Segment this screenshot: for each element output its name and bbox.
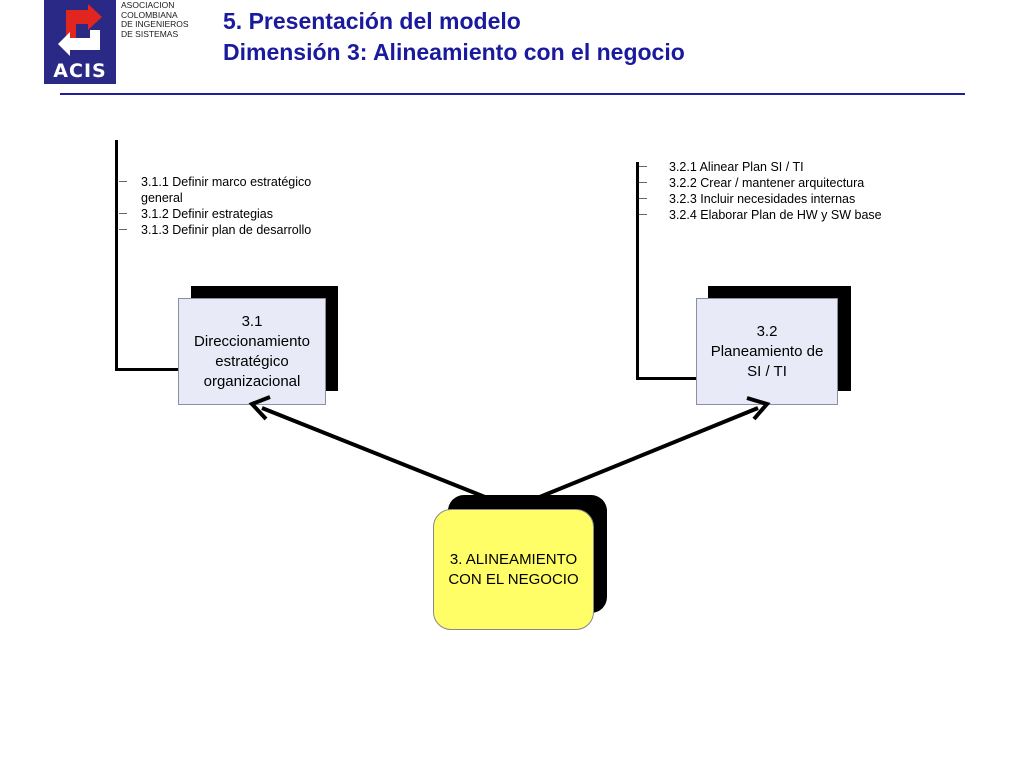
- arrow-head-left: [248, 395, 271, 421]
- left-activity-list: 3.1.1 Definir marco estratégico general …: [119, 174, 351, 238]
- box-line: 3.1: [241, 312, 263, 330]
- logo-box: ACIS: [44, 0, 116, 84]
- right-bracket-horizontal: [636, 377, 698, 380]
- list-item-text: 3.2.4 Elaborar Plan de HW y SW base: [669, 208, 882, 222]
- box-line: Planeamiento de: [710, 342, 824, 360]
- list-item: 3.2.4 Elaborar Plan de HW y SW base: [639, 207, 929, 223]
- left-bracket-vertical: [115, 140, 118, 371]
- arrow-to-right-box: [519, 406, 759, 507]
- logo-text: ASOCIACION COLOMBIANA DE INGENIEROS DE S…: [121, 0, 189, 39]
- slide-title: 5. Presentación del modelo Dimensión 3: …: [223, 6, 685, 68]
- list-item-text: 3.2.1 Alinear Plan SI / TI: [669, 160, 804, 174]
- list-item: 3.2.1 Alinear Plan SI / TI: [639, 159, 929, 175]
- logo-text-line: DE SISTEMAS: [121, 28, 179, 39]
- list-item: 3.2.3 Incluir necesidades internas: [639, 191, 929, 207]
- list-item: 3.1.1 Definir marco estratégico general: [119, 174, 351, 206]
- logo-text-line: ASOCIACION: [121, 0, 175, 10]
- list-item-text: 3.1.3 Definir plan de desarrollo: [141, 223, 312, 237]
- acis-logo: ACIS ASOCIACION COLOMBIANA DE INGENIEROS…: [44, 0, 194, 84]
- arrow-to-left-box: [261, 406, 506, 507]
- logo-text-line: DE INGENIEROS: [121, 19, 189, 29]
- box-line: estratégico: [215, 352, 289, 370]
- list-item: 3.1.3 Definir plan de desarrollo: [119, 222, 351, 238]
- list-item: 3.2.2 Crear / mantener arquitectura: [639, 175, 929, 191]
- box-line: 3. ALINEAMIENTO: [449, 550, 578, 568]
- title-divider: [60, 93, 965, 95]
- box-line: SI / TI: [747, 362, 787, 380]
- box-line: organizacional: [203, 372, 301, 390]
- left-bracket-horizontal: [115, 368, 181, 371]
- list-item-text: 3.1.1 Definir marco estratégico general: [141, 175, 312, 205]
- title-line-1: 5. Presentación del modelo: [223, 8, 521, 34]
- right-activity-list: 3.2.1 Alinear Plan SI / TI 3.2.2 Crear /…: [639, 159, 929, 223]
- list-item-text: 3.2.2 Crear / mantener arquitectura: [669, 176, 865, 190]
- box-direccionamiento: 3.1 Direccionamiento estratégico organiz…: [178, 298, 326, 405]
- box-alineamiento: 3. ALINEAMIENTO CON EL NEGOCIO: [433, 509, 594, 630]
- list-item-text: 3.2.3 Incluir necesidades internas: [669, 192, 856, 206]
- title-line-2: Dimensión 3: Alineamiento con el negocio: [223, 39, 685, 65]
- logo-word: ACIS: [53, 60, 107, 82]
- list-item-text: 3.1.2 Definir estrategias: [141, 207, 274, 221]
- arrow-head-right: [746, 396, 771, 421]
- box-line: Direccionamiento: [194, 332, 310, 350]
- box-line: CON EL NEGOCIO: [448, 570, 579, 588]
- logo-text-line: COLOMBIANA: [121, 9, 178, 20]
- right-bracket-vertical: [636, 162, 639, 380]
- box-planeamiento: 3.2 Planeamiento de SI / TI: [696, 298, 838, 405]
- box-line: 3.2: [756, 322, 778, 340]
- logo-arrows-icon: [58, 4, 102, 56]
- list-item: 3.1.2 Definir estrategias: [119, 206, 351, 222]
